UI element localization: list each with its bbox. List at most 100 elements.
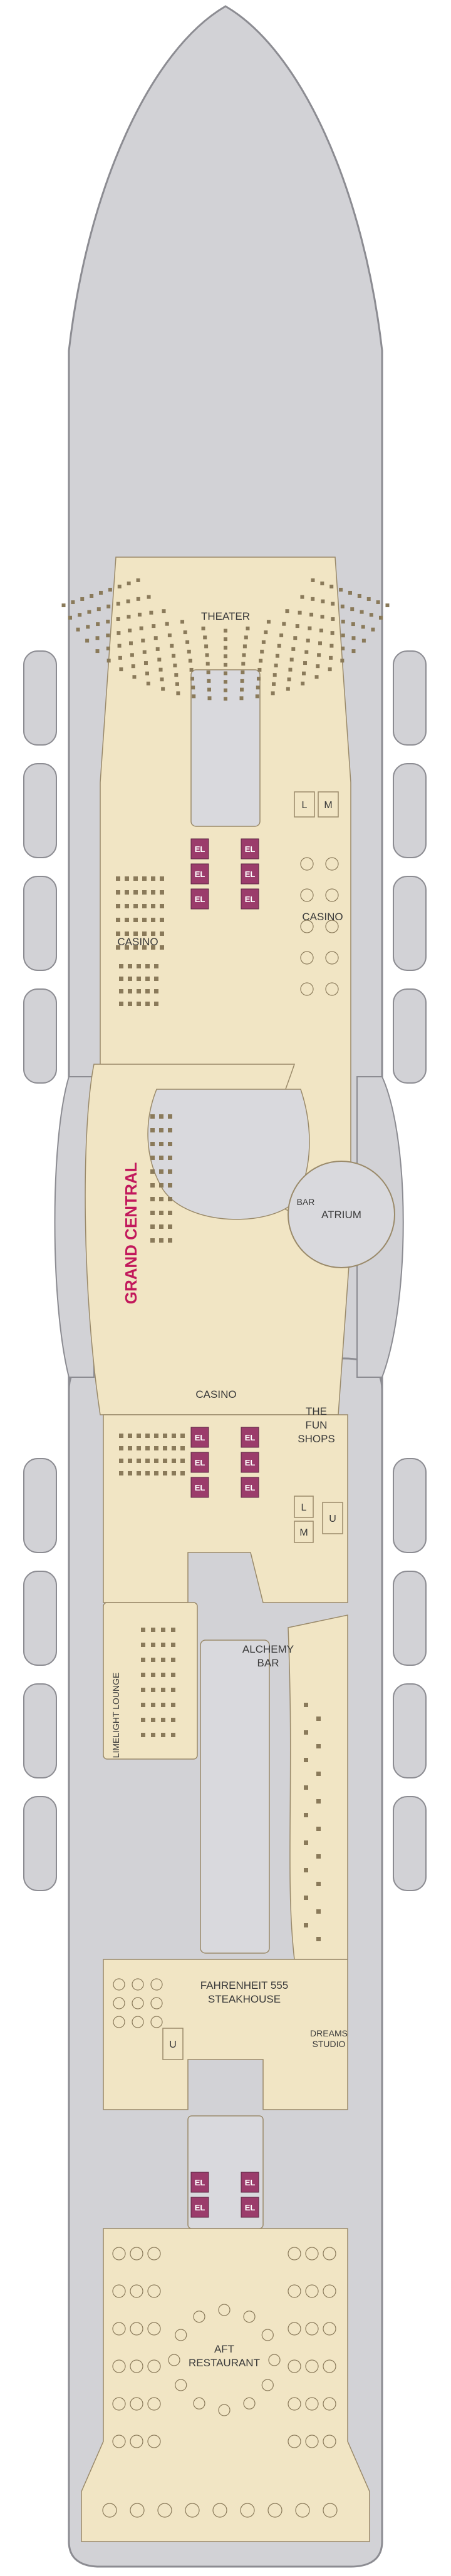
seat bbox=[151, 1643, 155, 1647]
elevator-car[interactable] bbox=[241, 1452, 259, 1473]
elevator-car[interactable] bbox=[241, 863, 259, 885]
elevator-car[interactable] bbox=[190, 2172, 209, 2193]
elevator-car[interactable] bbox=[241, 2172, 259, 2193]
seat bbox=[137, 964, 141, 968]
theater-seat bbox=[96, 607, 101, 612]
theater-seat bbox=[183, 630, 187, 635]
table bbox=[185, 2503, 200, 2518]
restroom-box-mid-u[interactable] bbox=[322, 1502, 343, 1534]
seat bbox=[159, 1197, 163, 1201]
label-aft-restaurant-1[interactable]: AFT bbox=[214, 2343, 234, 2355]
restroom-box-mid-m[interactable] bbox=[294, 1521, 314, 1543]
seat bbox=[151, 1688, 155, 1692]
theater-seat bbox=[128, 641, 133, 645]
elevator-car[interactable] bbox=[190, 1427, 209, 1448]
theater-seat bbox=[340, 604, 345, 608]
theater-seat bbox=[153, 636, 158, 640]
elevator-car[interactable] bbox=[190, 838, 209, 860]
theater-seat bbox=[185, 640, 190, 644]
seat bbox=[141, 1673, 145, 1677]
theater-seat bbox=[302, 671, 306, 675]
label-atrium[interactable]: ATRIUM bbox=[321, 1209, 361, 1221]
elevator-car[interactable] bbox=[190, 1477, 209, 1498]
table bbox=[130, 2397, 143, 2411]
theater-seat bbox=[339, 587, 343, 592]
label-limelight-lounge[interactable]: LIMELIGHT LOUNGE bbox=[111, 1673, 121, 1758]
funnel-void-fwd bbox=[190, 669, 261, 827]
restroom-box-aft-u[interactable] bbox=[162, 2028, 184, 2060]
seat bbox=[151, 945, 155, 950]
label-theater[interactable]: THEATER bbox=[201, 610, 250, 622]
seat bbox=[171, 1643, 175, 1647]
table bbox=[193, 2311, 205, 2323]
theater-seat bbox=[348, 590, 352, 595]
seat bbox=[168, 1211, 172, 1215]
seat bbox=[119, 1002, 123, 1006]
seat bbox=[128, 1002, 132, 1006]
elevator-car[interactable] bbox=[241, 888, 259, 910]
seat bbox=[142, 876, 147, 881]
seat bbox=[172, 1434, 176, 1438]
furniture bbox=[102, 857, 339, 2518]
label-casino-left[interactable]: CASINO bbox=[117, 936, 158, 948]
label-casino-center[interactable]: CASINO bbox=[195, 1388, 236, 1400]
table bbox=[130, 2247, 143, 2260]
atrium-circle[interactable] bbox=[288, 1161, 395, 1268]
label-aft-restaurant-2[interactable]: RESTAURANT bbox=[189, 2357, 260, 2369]
elevator-label: EL bbox=[245, 1433, 256, 1442]
lifeboat-port bbox=[23, 650, 57, 746]
elevator-car[interactable] bbox=[190, 863, 209, 885]
elevator-car[interactable] bbox=[241, 1477, 259, 1498]
theater-seat bbox=[320, 581, 324, 585]
seat bbox=[154, 1002, 158, 1006]
label-grand-central[interactable]: GRAND CENTRAL bbox=[122, 1162, 140, 1305]
restroom-box-mid-l[interactable] bbox=[294, 1496, 314, 1518]
theater-seat bbox=[314, 675, 319, 679]
seat bbox=[150, 1211, 155, 1215]
elevator-car[interactable] bbox=[190, 1452, 209, 1473]
table bbox=[112, 2397, 126, 2411]
theater-seat bbox=[242, 644, 247, 649]
label-fun-shops-2[interactable]: FUN bbox=[306, 1419, 328, 1431]
elevator-car[interactable] bbox=[241, 2197, 259, 2218]
label-dreams-studio-2[interactable]: STUDIO bbox=[313, 2039, 346, 2049]
seat bbox=[304, 1785, 308, 1790]
theater-seat bbox=[149, 610, 153, 615]
theater-seat bbox=[366, 597, 371, 601]
seat bbox=[141, 1628, 145, 1632]
theater-seat bbox=[287, 677, 291, 682]
label-dreams-studio-1[interactable]: DREAMS bbox=[310, 2028, 348, 2038]
label-fun-shops-1[interactable]: THE bbox=[306, 1405, 327, 1417]
elevator-car[interactable] bbox=[190, 888, 209, 910]
theater-seat bbox=[330, 631, 334, 635]
elevator-car[interactable] bbox=[241, 1427, 259, 1448]
restroom-box-fwd-m[interactable] bbox=[318, 791, 339, 818]
elevator-car[interactable] bbox=[190, 2197, 209, 2218]
theater-seat bbox=[240, 687, 244, 692]
label-fahrenheit-1[interactable]: FAHRENHEIT 555 bbox=[200, 1979, 288, 1991]
label-alchemy-bar-2[interactable]: BAR bbox=[257, 1657, 279, 1669]
theater-seat bbox=[329, 655, 333, 660]
theater-seat bbox=[117, 584, 122, 588]
label-fahrenheit-2[interactable]: STEAKHOUSE bbox=[208, 1993, 281, 2005]
theater-seat bbox=[127, 581, 131, 585]
label-alchemy-bar-1[interactable]: ALCHEMY bbox=[242, 1643, 294, 1655]
restroom-box-fwd-l[interactable] bbox=[294, 791, 315, 818]
label-fun-shops-3[interactable]: SHOPS bbox=[298, 1433, 335, 1445]
theater-seat bbox=[87, 610, 91, 614]
elevator-label: EL bbox=[245, 1483, 256, 1492]
label-casino-right[interactable]: CASINO bbox=[302, 911, 343, 923]
atrium-void bbox=[147, 1089, 310, 1220]
theater-seat bbox=[205, 653, 209, 657]
theater-seat bbox=[289, 657, 294, 662]
elevator-car[interactable] bbox=[241, 838, 259, 860]
theater-seat bbox=[106, 604, 111, 608]
seat bbox=[159, 1224, 163, 1229]
seat bbox=[160, 945, 164, 950]
theater-seat bbox=[126, 599, 130, 603]
label-bar[interactable]: BAR bbox=[297, 1197, 315, 1207]
